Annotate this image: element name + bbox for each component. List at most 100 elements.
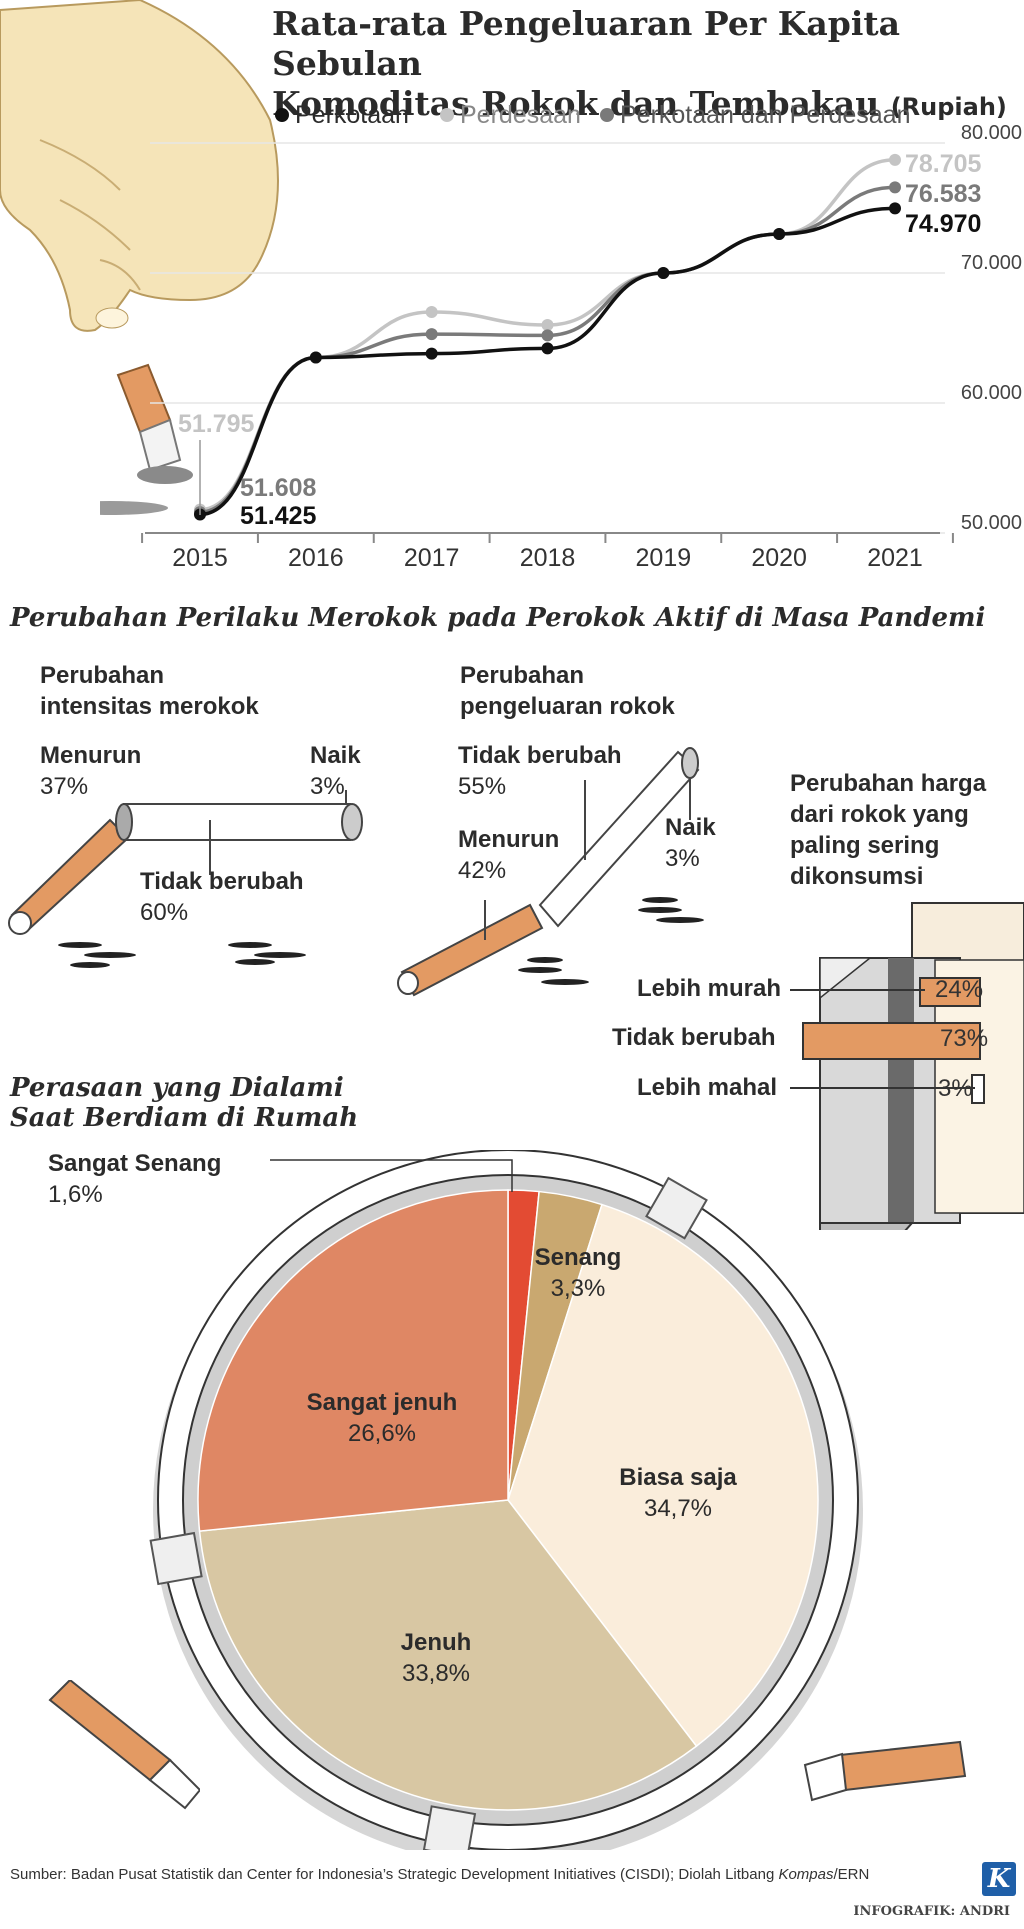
spending-title-2: pengeluaran rokok bbox=[460, 693, 675, 720]
data-label: 51.608 bbox=[240, 474, 317, 502]
chart-title: Rata-rata Pengeluaran Per Kapita Sebulan… bbox=[272, 4, 1012, 127]
intensity-title-2: intensitas merokok bbox=[40, 693, 259, 720]
legend-label: Perkotaan bbox=[295, 100, 409, 129]
price-title-4: dikonsumsi bbox=[790, 863, 924, 890]
pack-bottom bbox=[819, 1222, 915, 1230]
leader-line bbox=[270, 1159, 513, 1192]
data-point bbox=[309, 351, 322, 364]
intensity-menurun-label: Menurun bbox=[40, 742, 142, 769]
cigarette-end-icon bbox=[397, 971, 419, 995]
feelings-title: Perasaan yang Dialami Saat Berdiam di Ru… bbox=[10, 1073, 358, 1133]
spending-tidak-berubah-label: Tidak berubah bbox=[458, 742, 622, 769]
feelings-title-1: Perasaan yang Dialami bbox=[10, 1073, 344, 1103]
very-happy-label: Sangat Senang 1,6% bbox=[48, 1148, 221, 1210]
very-happy-value: 1,6% bbox=[48, 1181, 103, 1208]
data-point bbox=[889, 153, 901, 166]
price-tidak-berubah-label: Tidak berubah bbox=[612, 1022, 776, 1053]
data-point bbox=[889, 181, 901, 194]
title-line-1: Rata-rata Pengeluaran Per Kapita Sebulan bbox=[272, 4, 901, 83]
price-title-2: dari rokok yang bbox=[790, 801, 969, 828]
x-tick-label: 2018 bbox=[520, 544, 576, 572]
intensity-naik-piece bbox=[341, 803, 363, 841]
data-point bbox=[541, 342, 554, 355]
intensity-naik: Naik 3% bbox=[310, 740, 361, 802]
spending-title: Perubahan pengeluaran rokok bbox=[460, 660, 675, 722]
data-point bbox=[425, 347, 438, 360]
intensity-tidak-berubah-piece bbox=[123, 803, 351, 841]
x-tick-label: 2020 bbox=[751, 544, 807, 572]
data-label: 51.795 bbox=[178, 410, 255, 438]
spending-naik: Naik 3% bbox=[665, 812, 716, 874]
slice-biasa-saja bbox=[507, 1203, 819, 1748]
pie-label-sangat-jenuh: Sangat jenuh bbox=[307, 1389, 458, 1416]
data-point bbox=[657, 267, 670, 279]
hand-illustration bbox=[0, 0, 279, 332]
legend-label: Perkotaan dan Perdesaan bbox=[620, 100, 911, 129]
intensity-tidak-berubah-value: 60% bbox=[140, 899, 189, 926]
notch-bottom bbox=[422, 1805, 477, 1850]
spending-naik-label: Naik bbox=[665, 814, 716, 841]
spending-naik-piece bbox=[681, 747, 699, 779]
series-line-perkotaan bbox=[199, 206, 896, 517]
intensity-illustration bbox=[8, 790, 363, 968]
spending-title-1: Perubahan bbox=[460, 662, 585, 689]
data-label: 78.705 bbox=[905, 150, 982, 178]
price-title-3: paling sering bbox=[790, 832, 940, 859]
hand-cigarette bbox=[100, 363, 193, 515]
pack-flap bbox=[819, 957, 873, 1000]
intensity-tidak-berubah: Tidak berubah 60% bbox=[140, 866, 304, 928]
price-mahal-label: Lebih mahal bbox=[637, 1072, 777, 1103]
intensity-menurun: Menurun 37% bbox=[40, 740, 141, 802]
slice-sangat-jenuh bbox=[197, 1189, 509, 1532]
data-point bbox=[541, 319, 554, 331]
legend-dot-icon bbox=[275, 108, 289, 122]
price-illustration bbox=[790, 902, 1024, 1230]
cigarette-butt-right-icon bbox=[803, 1740, 967, 1802]
legend-gabungan: Perkotaan dan Perdesaan bbox=[600, 98, 911, 132]
price-mahal-value: 3% bbox=[938, 1075, 973, 1102]
price-title-1: Perubahan harga bbox=[790, 770, 987, 797]
source-note: Sumber: Badan Pusat Statistik dan Center… bbox=[10, 1866, 869, 1883]
x-tick-label: 2016 bbox=[288, 544, 344, 572]
spending-menurun-value: 42% bbox=[458, 857, 507, 884]
data-point bbox=[889, 202, 901, 215]
title-line-2-text: Komoditas Rokok dan Tembakau bbox=[272, 84, 880, 123]
source-italic: Kompas bbox=[778, 1866, 834, 1883]
pie-value-jenuh: 33,8% bbox=[402, 1660, 470, 1687]
pie-label-jenuh: Jenuh bbox=[401, 1629, 472, 1656]
intensity-naik-value: 3% bbox=[310, 773, 345, 800]
price-murah-label-text: Lebih murah bbox=[637, 975, 782, 1002]
x-tick-label: 2017 bbox=[404, 544, 460, 572]
spending-illustration bbox=[397, 747, 704, 997]
pie-value-senang: 3,3% bbox=[551, 1275, 606, 1302]
data-label: 76.583 bbox=[905, 180, 981, 208]
data-point bbox=[773, 228, 786, 240]
price-murah-value: 24% bbox=[935, 976, 984, 1003]
y-tick-label: 50.000 bbox=[961, 512, 1022, 534]
spending-tidak-berubah-value: 55% bbox=[458, 773, 507, 800]
intensity-naik-label: Naik bbox=[310, 742, 361, 769]
cigarette-butt-left-icon bbox=[48, 1680, 200, 1810]
credit: INFOGRAFIK: ANDRI bbox=[853, 1904, 1010, 1919]
data-point bbox=[425, 328, 438, 341]
price-murah-cigarette bbox=[919, 977, 981, 1007]
data-label: 74.970 bbox=[905, 210, 981, 238]
data-point bbox=[541, 329, 554, 342]
spending-menurun-label: Menurun bbox=[458, 826, 560, 853]
price-tidak-berubah-cigarette bbox=[802, 1022, 981, 1060]
x-tick-label: 2015 bbox=[172, 544, 228, 572]
tobacco-icon bbox=[518, 897, 704, 985]
spending-naik-value: 3% bbox=[665, 845, 700, 872]
ash-end-icon bbox=[115, 803, 133, 841]
price-title: Perubahan harga dari rokok yang paling s… bbox=[790, 768, 986, 892]
intensity-title: Perubahan intensitas merokok bbox=[40, 660, 259, 722]
legend-dot-icon bbox=[440, 108, 454, 122]
y-tick-label: 70.000 bbox=[961, 252, 1022, 274]
title-unit: (Rupiah) bbox=[890, 93, 1007, 121]
spending-tidak-berubah: Tidak berubah 55% bbox=[458, 740, 622, 802]
pie-value-sangat-jenuh: 26,6% bbox=[348, 1420, 416, 1447]
legend-perdesaan: Perdesaan bbox=[440, 98, 581, 132]
kompas-logo: K bbox=[982, 1862, 1016, 1896]
tobacco-icon bbox=[58, 942, 306, 968]
